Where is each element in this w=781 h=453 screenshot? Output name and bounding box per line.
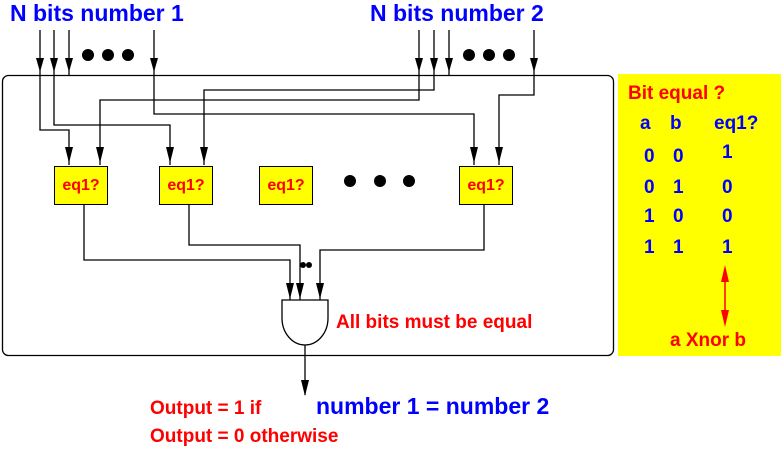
arrowhead (50, 58, 58, 72)
table-header-eq: eq1? (714, 113, 759, 134)
ellipsis-dot (483, 49, 495, 61)
ellipsis-dot (102, 49, 114, 61)
table-header-a: a (640, 113, 651, 134)
wire (53, 75, 171, 165)
arrowhead (470, 147, 478, 163)
arrowhead (150, 58, 158, 72)
ellipsis-dot (344, 175, 356, 187)
arrowhead (530, 58, 538, 72)
comparator-enclosure (1, 74, 615, 357)
arrowhead (316, 283, 324, 299)
table-cell: 0 (722, 177, 733, 198)
truth-table-title: Bit equal ? (628, 83, 726, 104)
table-cell: 0 (673, 206, 684, 227)
ellipsis-dot (463, 49, 475, 61)
ellipsis-dot (503, 49, 515, 61)
bit-comparator: eq1? (54, 166, 108, 205)
bit-comparator: eq1? (259, 166, 313, 205)
arrowhead (296, 283, 304, 299)
ellipsis-dot (306, 262, 312, 268)
table-cell: 1 (722, 237, 733, 258)
ellipsis-dot (403, 175, 415, 187)
wire (203, 75, 435, 165)
table-cell: 1 (673, 237, 684, 258)
table-header-b: b (670, 113, 682, 134)
ellipsis-dot (374, 175, 386, 187)
table-cell: 0 (644, 177, 655, 198)
ellipsis-dot (82, 49, 94, 61)
comparator-label: eq1? (62, 176, 100, 194)
truth-table-footnote: a Xnor b (670, 330, 747, 351)
table-cell: 0 (722, 206, 733, 227)
bit-comparator: eq1? (459, 166, 513, 205)
arrowhead (286, 283, 294, 299)
table-cell: 0 (644, 146, 655, 167)
wire (153, 75, 475, 165)
comparator-label: eq1? (267, 176, 305, 194)
table-cell: 1 (673, 177, 684, 198)
arrowhead (200, 147, 208, 163)
output-line1-condition: number 1 = number 2 (316, 393, 550, 419)
arrowhead (65, 147, 73, 163)
table-cell: 0 (673, 146, 684, 167)
arrowhead (445, 58, 453, 72)
wire (188, 205, 301, 300)
arrowhead (166, 147, 174, 163)
table-cell: 1 (722, 142, 733, 163)
comparator-label: eq1? (467, 176, 505, 194)
number1-label: N bits number 1 (10, 0, 184, 26)
gate-note: All bits must be equal (336, 312, 533, 333)
arrowhead (96, 147, 104, 163)
arrowhead (36, 58, 44, 72)
arrowhead (65, 58, 73, 72)
ellipsis-dot (300, 262, 306, 268)
bit-comparator: eq1? (159, 166, 213, 205)
table-cell: 1 (644, 206, 655, 227)
number2-label: N bits number 2 (370, 0, 544, 26)
output-line2: Output = 0 otherwise (150, 426, 339, 447)
arrowhead (301, 380, 309, 396)
comparator-label: eq1? (167, 176, 205, 194)
output-line1-prefix: Output = 1 if (150, 398, 262, 419)
arrowhead (415, 58, 423, 72)
ellipsis-dot (122, 49, 134, 61)
wire (319, 205, 485, 300)
truth-table-panel (618, 74, 781, 356)
wire (83, 205, 291, 300)
and-gate (281, 299, 329, 346)
arrowhead (495, 147, 503, 163)
table-cell: 1 (644, 237, 655, 258)
wire (498, 75, 535, 165)
arrowhead (430, 58, 438, 72)
wire (99, 75, 420, 165)
